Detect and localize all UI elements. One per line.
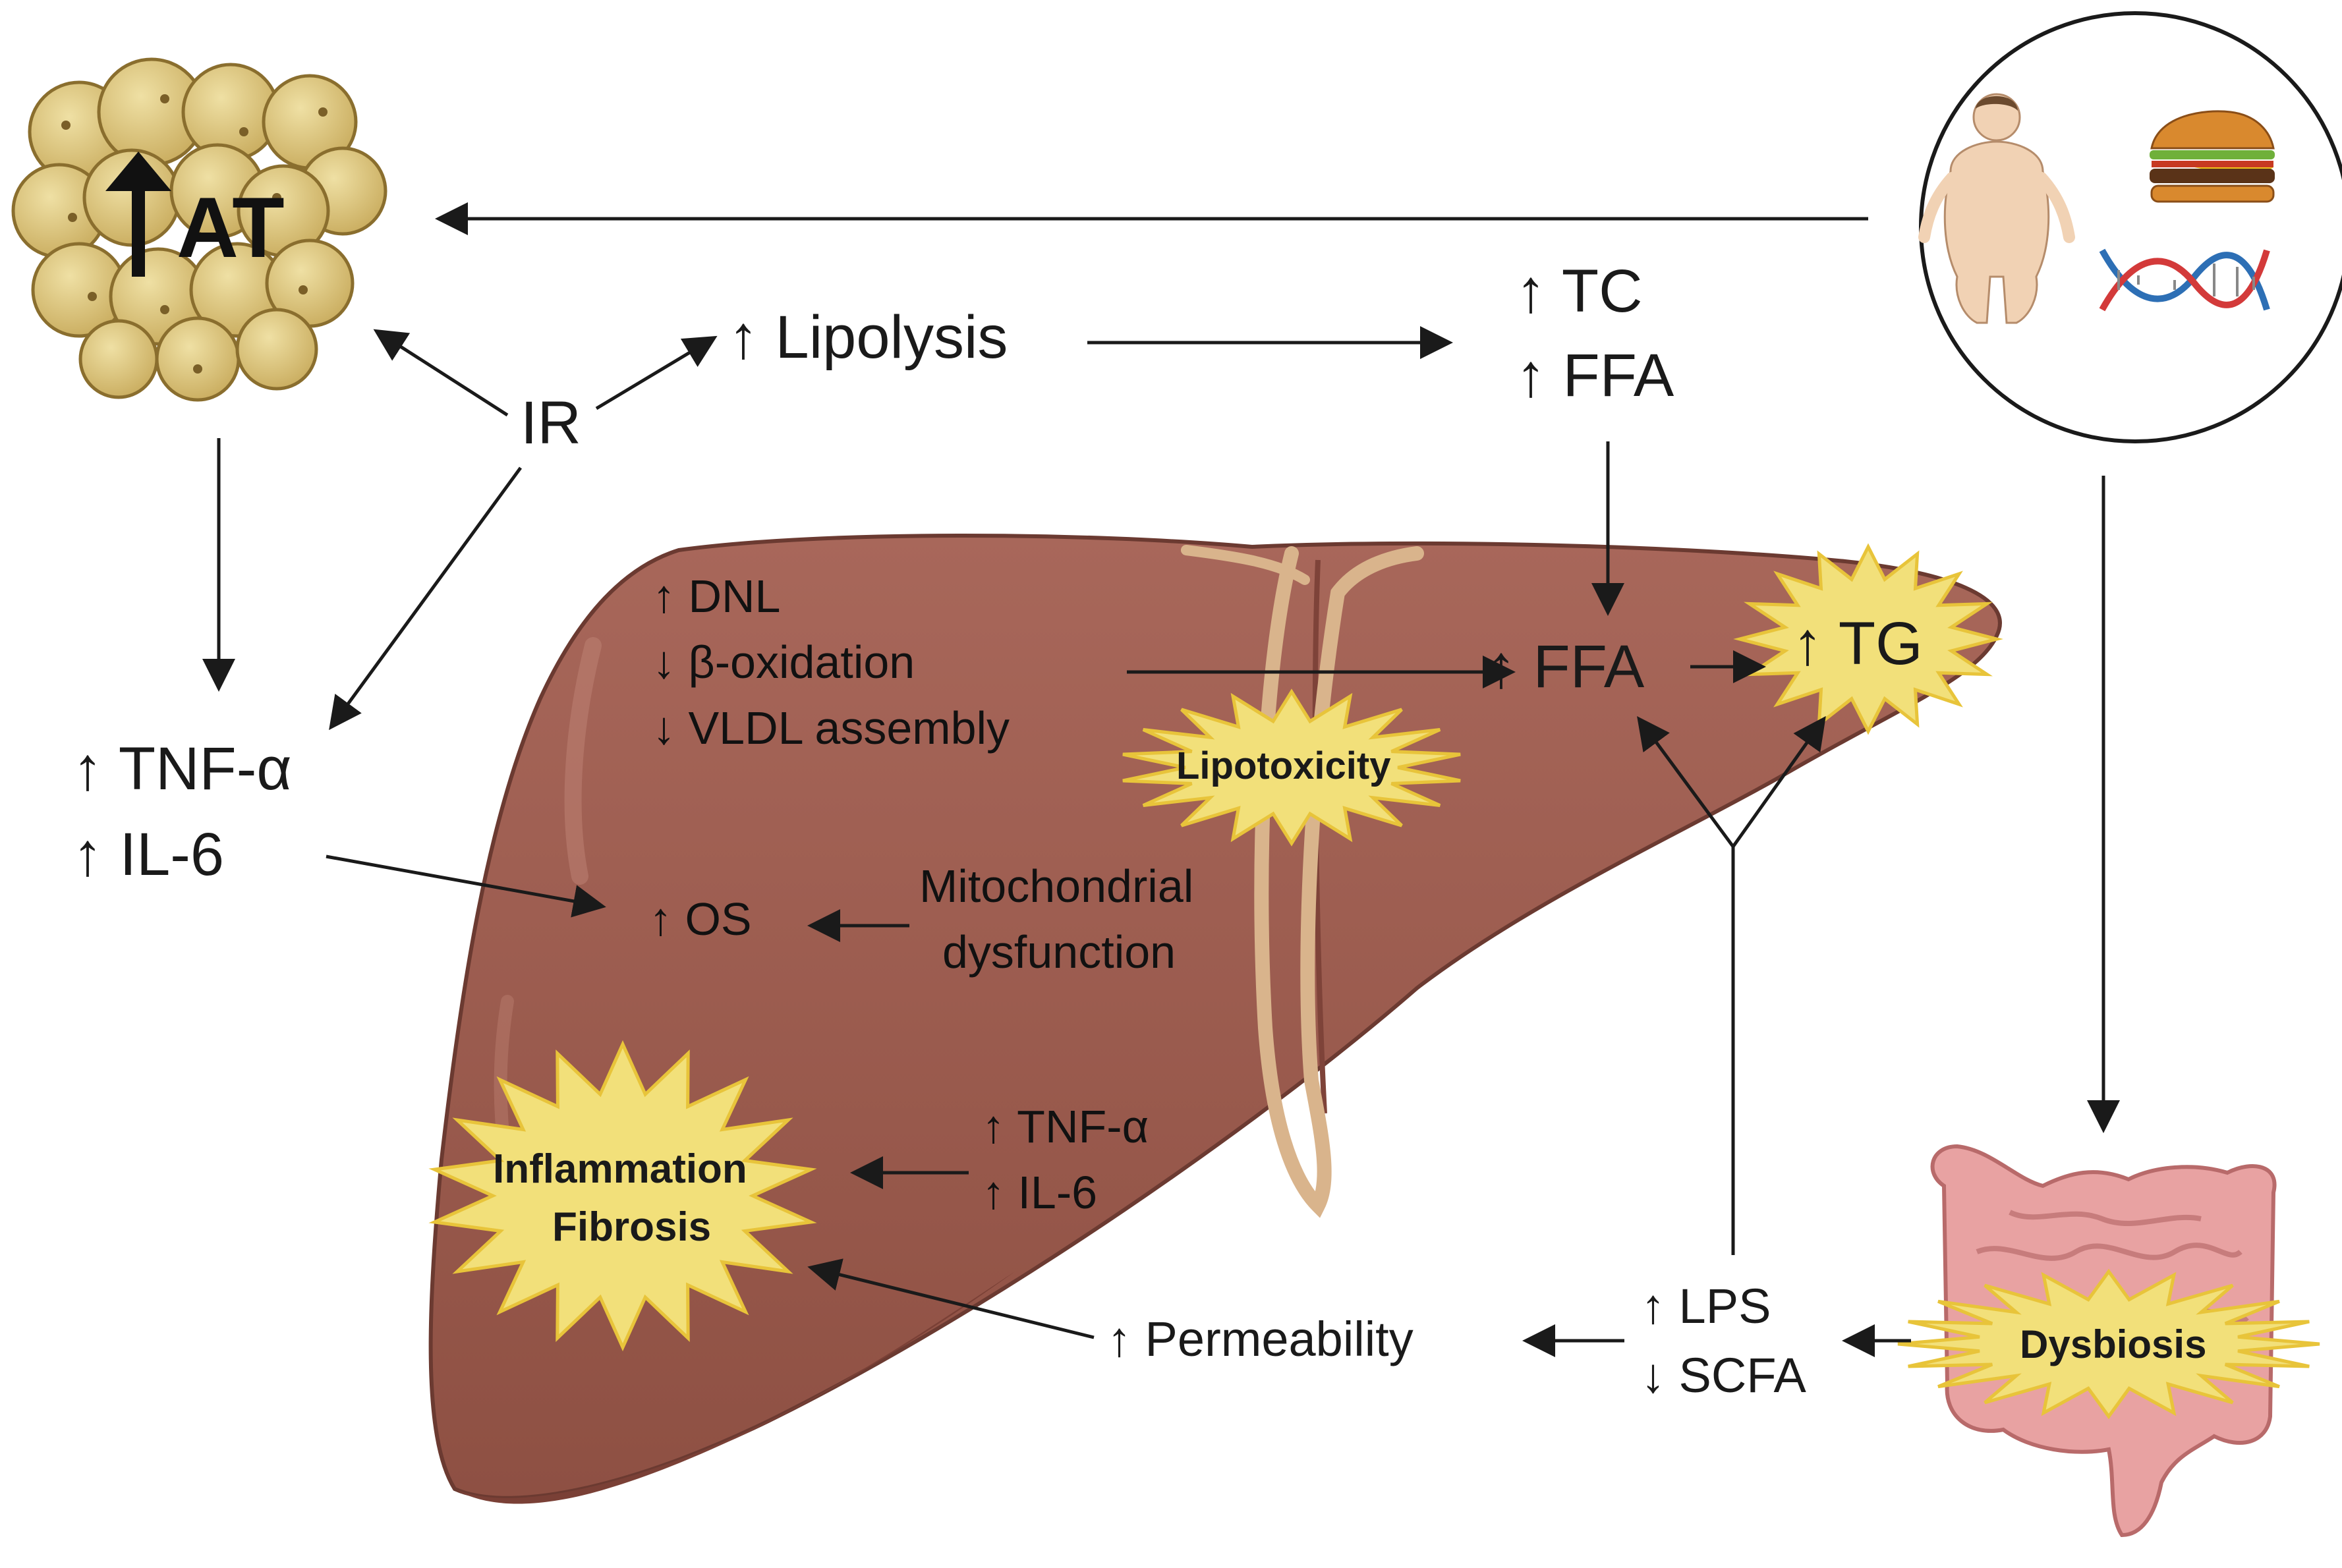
dysbiosis-label: Dysbiosis: [2020, 1322, 2207, 1366]
arrow-ir-to-tnf: [329, 466, 523, 731]
lps-label: ↑ LPS: [1641, 1279, 1771, 1333]
beta-oxidation-label: ↓ β-oxidation: [652, 636, 915, 688]
tnf-liver-label: ↑ TNF-α: [982, 1101, 1149, 1152]
adipose-tissue-icon: [11, 57, 387, 402]
fibrosis-label: Fibrosis: [552, 1204, 712, 1250]
tc-label: ↑ TC: [1516, 258, 1643, 325]
at-label: AT: [177, 179, 285, 275]
il6-liver-label: ↑ IL-6: [982, 1167, 1098, 1218]
dysfunction-label: dysfunction: [942, 926, 1176, 978]
tg-burst: [1733, 543, 2003, 735]
vldl-label: ↓ VLDL assembly: [652, 702, 1010, 754]
lipotoxicity-burst: [1122, 688, 1461, 847]
tnf-left-label: ↑ TNF-α: [72, 735, 292, 802]
tg-label: ↑ TG: [1792, 610, 1923, 677]
dna-icon: [2099, 248, 2270, 312]
mitochondrial-label: Mitochondrial: [919, 860, 1194, 912]
dnl-label: ↑ DNL: [652, 571, 781, 622]
inflammation-label: Inflammation: [493, 1146, 747, 1192]
os-label: ↑ OS: [649, 893, 752, 945]
dysbiosis-burst: [1897, 1268, 2320, 1420]
inflammation-burst: [428, 1040, 817, 1352]
arrow-fork-to-ffa: [1637, 715, 1735, 848]
arrow-il6-to-os: [326, 854, 606, 918]
liver-illustration: [428, 534, 2002, 1504]
obese-person-icon: [1918, 93, 2075, 324]
ffa-top-label: ↑ FFA: [1516, 342, 1674, 409]
burger-icon: [2150, 110, 2275, 203]
arrow-ir-to-at: [373, 329, 509, 417]
scfa-label: ↓ SCFA: [1641, 1348, 1806, 1403]
arrow-permeability-to-inflam: [807, 1258, 1095, 1339]
arrow-ir-to-lipolysis: [595, 335, 718, 410]
ir-label: IR: [521, 389, 581, 457]
il6-left-label: ↑ IL-6: [72, 821, 225, 888]
lipotoxicity-label: Lipotoxicity: [1176, 744, 1391, 787]
arrow-fork-to-tg: [1731, 715, 1826, 848]
permeability-label: ↑ Permeability: [1107, 1312, 1414, 1366]
lipolysis-label: ↑ Lipolysis: [728, 304, 1008, 371]
ffa-liver-label: ↑ FFA: [1486, 633, 1645, 700]
